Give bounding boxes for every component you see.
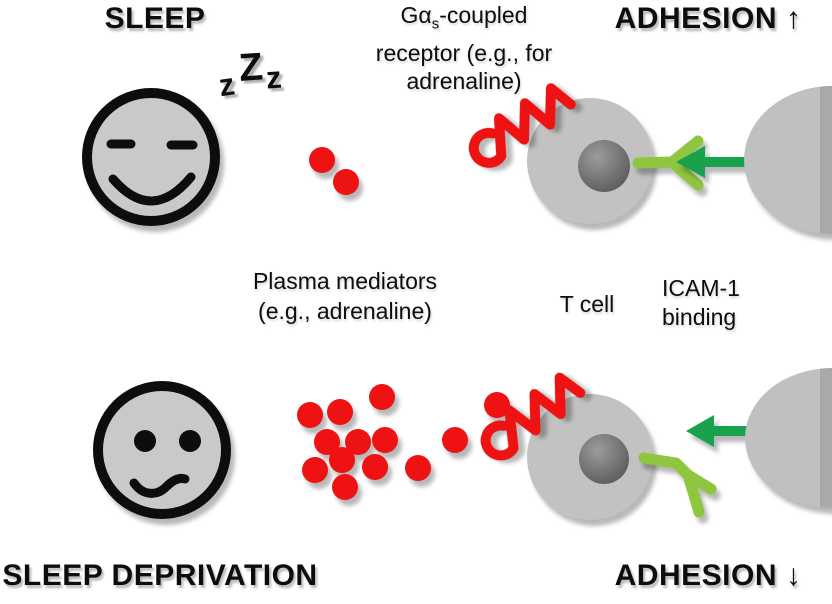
gpcr-label-line3: adrenaline) (406, 67, 522, 94)
down-arrow-icon: ↓ (785, 559, 802, 592)
gpcr-receptor-label: Gαs-coupled receptor (e.g., for adrenali… (330, 1, 598, 95)
t-cell-nucleus (578, 140, 630, 192)
panel-title-sleep: SLEEP (104, 2, 206, 35)
lfa1-integrin-icon-bottom-bent (638, 452, 717, 518)
smile-mouth (108, 172, 196, 206)
panel-title-sleep-deprivation: SLEEP DEPRIVATION (2, 559, 318, 592)
frown-mouth (129, 473, 190, 498)
mediator-dot (314, 429, 340, 455)
zzz-glyph: z (216, 65, 241, 104)
gpcr-receptor-icon-top (468, 83, 576, 168)
mediator-dots-sleep-deprivation (297, 384, 510, 500)
mediator-dot (484, 392, 510, 418)
t-cell-bottom (527, 394, 653, 520)
mediator-dot (369, 384, 395, 410)
endothelium-edge-shading (820, 368, 832, 508)
icam1-arrow-top (676, 146, 772, 178)
mediator-dot (405, 455, 431, 481)
zzz-glyph: Z (236, 45, 268, 90)
adhesion-label: ADHESION (614, 559, 777, 592)
mediator-dot (362, 454, 388, 480)
up-arrow-icon: ↑ (785, 2, 802, 35)
plasma-label-line1: Plasma mediators (252, 268, 438, 294)
plasma-label-line2: (e.g., adrenaline) (258, 298, 432, 324)
endothelial-cell-bottom (745, 368, 832, 508)
gpcr-label-line1: Gαs-coupled (330, 1, 598, 39)
mediator-dot (329, 447, 355, 473)
icam1-label-line2: binding (662, 304, 737, 330)
t-cell-label: T cell (559, 291, 615, 317)
endothelial-cell-top (744, 86, 832, 234)
adhesion-label: ADHESION (614, 2, 777, 35)
mediator-dot (372, 427, 398, 453)
mediator-dots-sleep (309, 147, 359, 195)
gpcr-label-suffix: -coupled (439, 2, 528, 28)
mediator-dot (332, 474, 358, 500)
endothelium-edge-shading (820, 86, 832, 234)
mediator-dot (345, 429, 371, 455)
sleeping-face-icon (82, 88, 220, 226)
icam1-arrow-bottom (686, 415, 779, 447)
icam1-binding-label: ICAM-1 binding (662, 274, 740, 332)
mediator-dot (302, 457, 328, 483)
t-cell-nucleus (579, 434, 629, 484)
open-eye-right (179, 430, 201, 452)
plasma-mediators-label: Plasma mediators (e.g., adrenaline) (212, 266, 478, 326)
gpcr-label-subscript: s (431, 15, 440, 33)
panel-title-adhesion-up: ADHESION ↑ (588, 2, 828, 36)
lfa1-integrin-icon-top (632, 135, 704, 191)
mediator-dot (442, 427, 468, 453)
mediator-dot (333, 169, 359, 195)
zzz-sleep-icon: zZz (217, 45, 287, 103)
zzz-glyph: z (265, 59, 287, 96)
mediator-dot (309, 147, 335, 173)
icam1-label-line1: ICAM-1 (662, 275, 740, 301)
open-eye-left (134, 430, 156, 452)
gpcr-label-prefix: Gα (400, 2, 432, 28)
mediator-dot (327, 399, 353, 425)
tired-face-icon (93, 381, 231, 519)
gpcr-receptor-icon-bottom (480, 372, 586, 461)
mediator-dot (297, 402, 323, 428)
t-cell-top (527, 98, 653, 224)
gpcr-label-line2: receptor (e.g., for (375, 39, 553, 66)
panel-title-adhesion-down: ADHESION ↓ (588, 559, 828, 593)
